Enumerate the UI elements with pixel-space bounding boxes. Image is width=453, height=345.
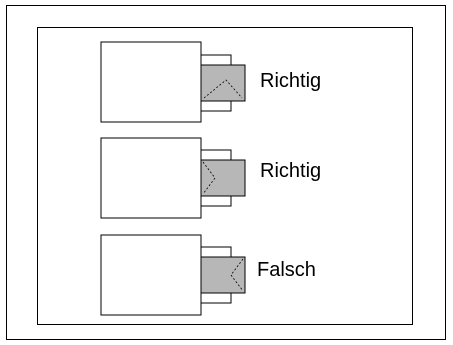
card-insert <box>200 64 246 102</box>
device-box <box>100 41 202 123</box>
card-corner-mark <box>202 161 216 195</box>
inner-frame <box>37 27 413 325</box>
row-1-label: Richtig <box>260 70 322 92</box>
card-corner-mark <box>230 258 244 292</box>
card-insert <box>200 256 246 294</box>
card-insert <box>200 159 246 197</box>
row-3-label: Falsch <box>257 259 316 281</box>
outer-frame <box>6 5 446 340</box>
device-box <box>100 137 202 219</box>
row-2-label: Richtig <box>260 160 322 182</box>
card-corner-mark <box>203 79 243 99</box>
device-box <box>100 234 202 316</box>
row-3-illustration <box>100 234 246 316</box>
row-2-illustration <box>100 137 246 219</box>
row-1-illustration <box>100 41 246 123</box>
